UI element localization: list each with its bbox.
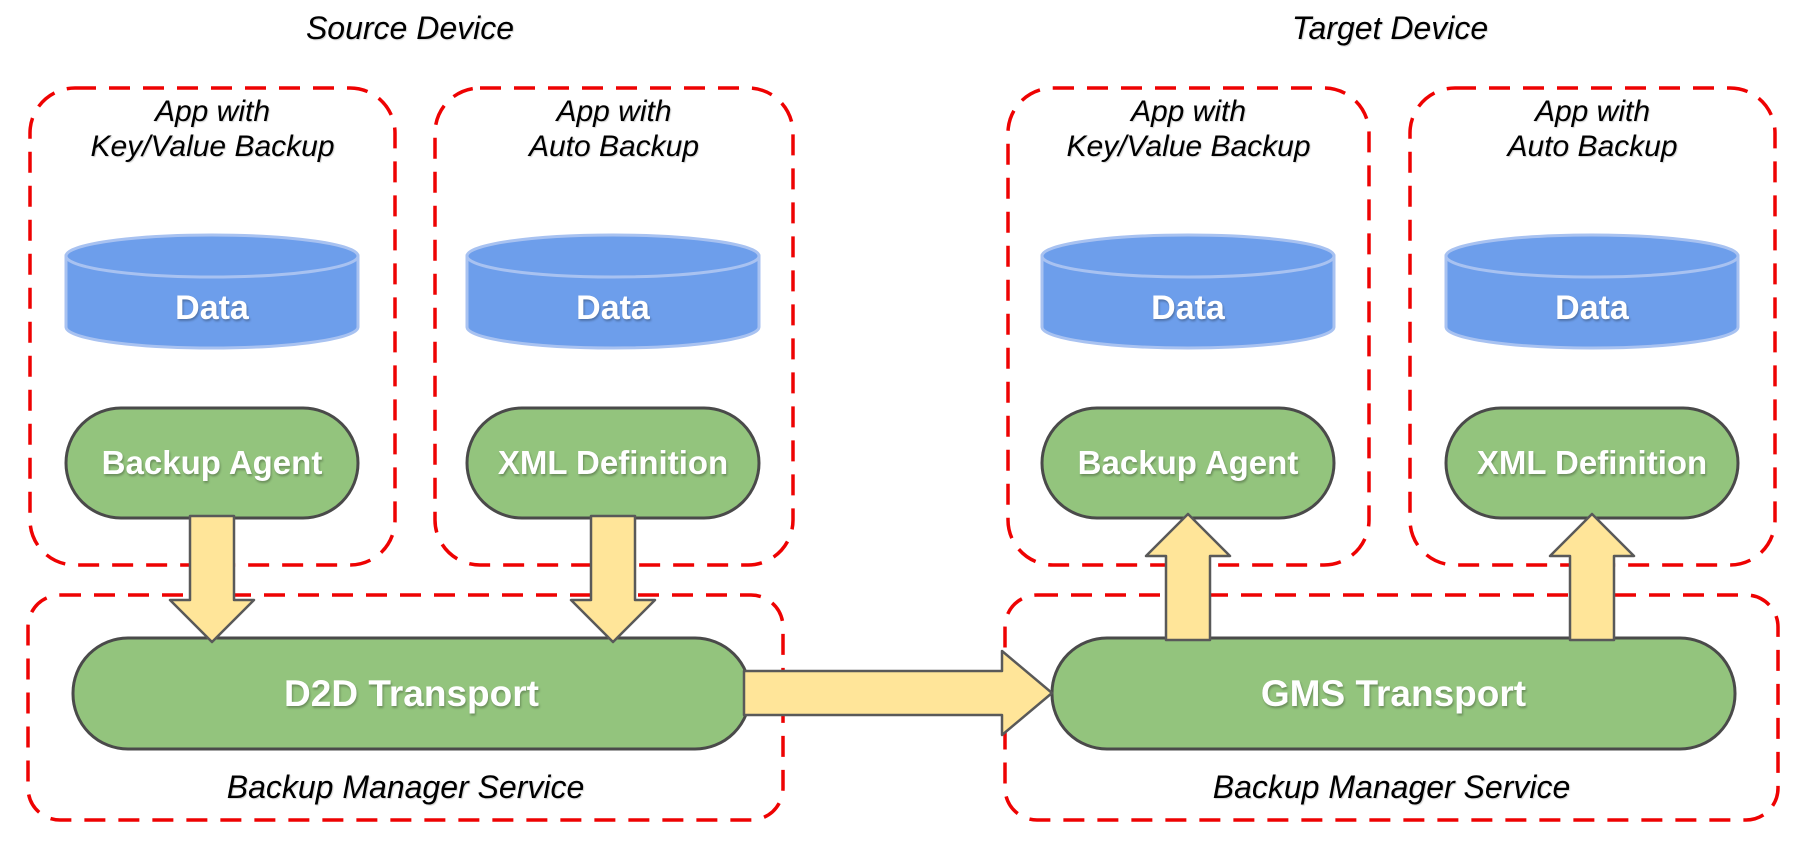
target-keyvalue-data-cylinder <box>1040 233 1336 350</box>
arrow-gms-to-xml-definition <box>1548 512 1636 642</box>
target-app-auto-boundary <box>1408 86 1777 567</box>
source-app-keyvalue-boundary <box>28 86 397 567</box>
target-auto-data-cylinder <box>1444 233 1740 350</box>
arrow-xml-definition-to-d2d <box>569 514 657 644</box>
d2d-transport-pill <box>71 636 752 751</box>
source-xml-definition-pill <box>465 406 761 520</box>
arrow-d2d-to-gms <box>742 649 1054 737</box>
gms-transport-pill <box>1050 636 1737 751</box>
arrow-gms-to-backup-agent <box>1144 512 1232 642</box>
source-backup-agent-pill <box>64 406 360 520</box>
arrow-backup-agent-to-d2d <box>168 514 256 644</box>
target-xml-definition-pill <box>1444 406 1740 520</box>
source-auto-data-cylinder <box>465 233 761 350</box>
target-backup-agent-pill <box>1040 406 1336 520</box>
source-keyvalue-data-cylinder <box>64 233 360 350</box>
